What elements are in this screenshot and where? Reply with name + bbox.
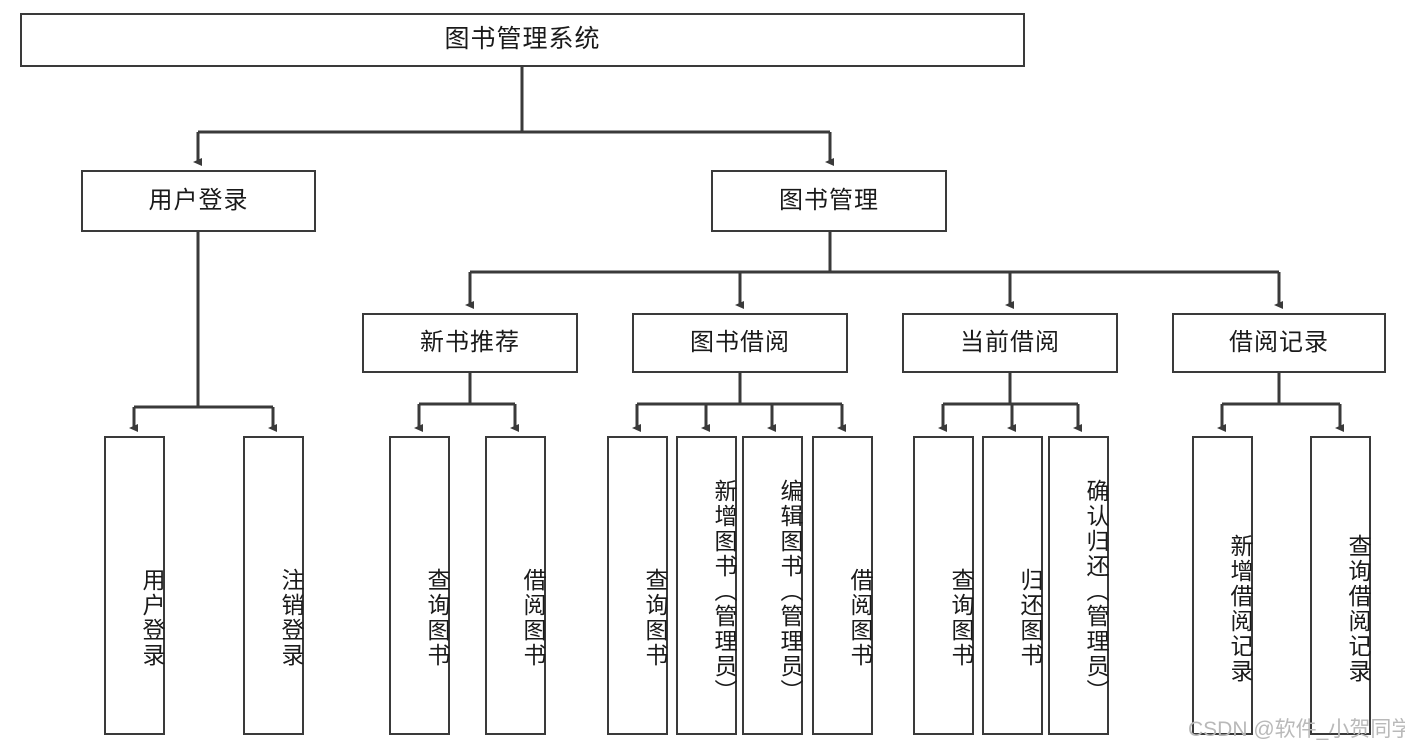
leaf-borrow-book[interactable]: 借阅图书 [812,436,873,735]
node-label: 新增图书（管理员） [711,479,737,704]
node-label: 编辑图书（管理员） [777,479,803,704]
node-label: 新书推荐 [420,328,520,356]
leaf-confirm-return-admin[interactable]: 确认归还（管理员） [1048,436,1109,735]
node-root-system[interactable]: 图书管理系统 [20,13,1025,67]
node-label: 新增借阅记录 [1227,533,1253,684]
node-label: 用户登录 [139,567,165,668]
leaf-logout[interactable]: 注销登录 [243,436,304,735]
node-label: 借阅记录 [1229,328,1329,356]
node-label: 注销登录 [278,567,304,668]
node-label: 图书管理系统 [444,25,601,54]
leaf-add-book-admin[interactable]: 新增图书（管理员） [676,436,737,735]
node-label: 当前借阅 [960,328,1060,356]
leaf-query-book-borrow[interactable]: 查询图书 [607,436,668,735]
node-book-borrow[interactable]: 图书借阅 [632,313,848,373]
node-label: 确认归还（管理员） [1083,479,1109,704]
node-new-book-recommend[interactable]: 新书推荐 [362,313,578,373]
watermark: CSDN @软件_小贺同学 [1188,718,1405,741]
node-label: 借阅图书 [520,567,546,668]
node-label: 归还图书 [1017,567,1043,668]
node-book-management[interactable]: 图书管理 [711,170,947,232]
node-borrow-records[interactable]: 借阅记录 [1172,313,1386,373]
leaf-query-book-recommend[interactable]: 查询图书 [389,436,450,735]
leaf-edit-book-admin[interactable]: 编辑图书（管理员） [742,436,803,735]
leaf-query-borrow-record[interactable]: 查询借阅记录 [1310,436,1371,735]
node-label: 图书借阅 [690,328,790,356]
node-label: 图书管理 [779,186,879,214]
node-user-login[interactable]: 用户登录 [81,170,316,232]
node-current-borrow[interactable]: 当前借阅 [902,313,1118,373]
node-label: 查询图书 [424,567,450,668]
leaf-add-borrow-record[interactable]: 新增借阅记录 [1192,436,1253,735]
leaf-return-book[interactable]: 归还图书 [982,436,1043,735]
node-label: 用户登录 [148,186,249,214]
leaf-borrow-book-recommend[interactable]: 借阅图书 [485,436,546,735]
node-label: 查询图书 [642,567,668,668]
leaf-user-login[interactable]: 用户登录 [104,436,165,735]
leaf-query-book-current[interactable]: 查询图书 [913,436,974,735]
node-label: 查询图书 [948,567,974,668]
node-label: 借阅图书 [847,567,873,668]
node-label: 查询借阅记录 [1345,533,1371,684]
